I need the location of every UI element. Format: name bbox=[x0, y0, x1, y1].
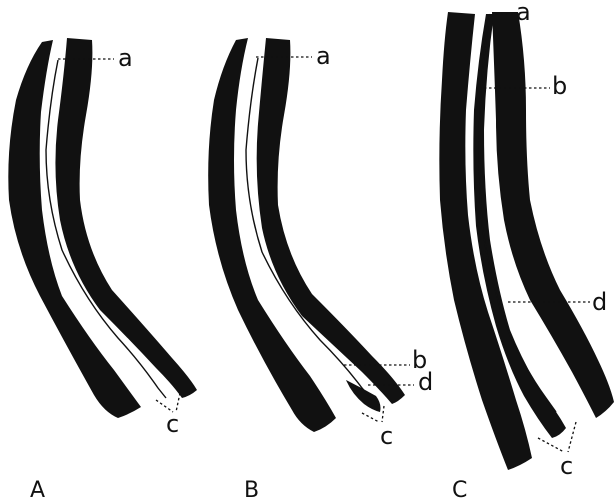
panel-c-title: C bbox=[452, 478, 467, 501]
panel-b-label-d: d bbox=[418, 368, 433, 396]
panel-c-label-a: a bbox=[516, 0, 531, 26]
panel-c-label-d: d bbox=[592, 288, 607, 316]
panel-c-leader-c-2 bbox=[568, 422, 576, 452]
panel-a: a c A bbox=[8, 38, 197, 501]
panel-b-label-a: a bbox=[316, 42, 331, 70]
panel-c-label-b: b bbox=[552, 72, 567, 100]
panel-a-label-c: c bbox=[166, 410, 179, 438]
panel-c-leader-c-1 bbox=[538, 438, 564, 452]
panel-c: a b d c C bbox=[439, 0, 614, 501]
panel-b: a b d c B bbox=[208, 38, 433, 501]
panel-b-title: B bbox=[244, 478, 259, 501]
panel-a-title: A bbox=[30, 478, 45, 501]
panel-a-label-a: a bbox=[118, 44, 133, 72]
panel-c-label-c: c bbox=[560, 452, 573, 480]
panel-b-leader-c-2 bbox=[382, 406, 384, 422]
panel-b-label-c: c bbox=[380, 422, 393, 450]
panel-b-leader-c-1 bbox=[362, 413, 379, 422]
